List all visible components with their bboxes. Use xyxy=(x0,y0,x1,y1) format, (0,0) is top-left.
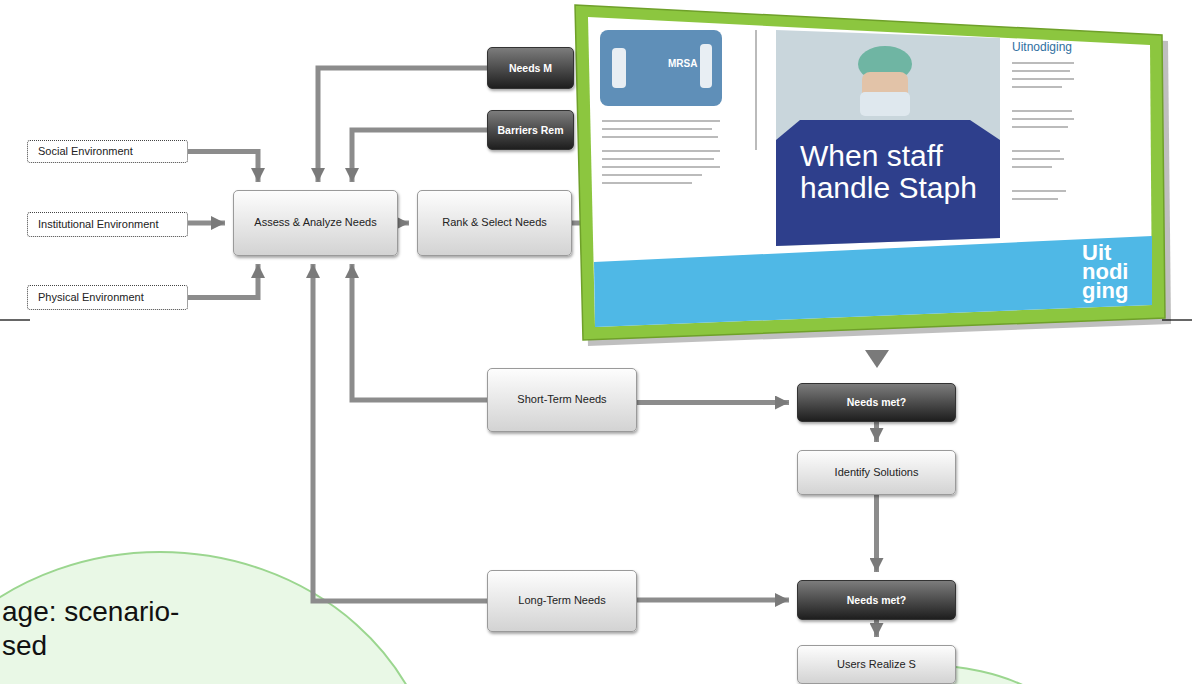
photo-caption: MRSA xyxy=(668,58,728,69)
poster-shadow xyxy=(580,11,1171,346)
process-box: Users Realize S xyxy=(797,645,956,684)
decision-box: Needs met? xyxy=(797,580,956,620)
poster-frame xyxy=(575,5,1165,340)
photo-figure xyxy=(612,48,626,88)
poster-heading: Uitnodiging xyxy=(1012,40,1102,54)
process-box: Short-Term Needs xyxy=(487,368,637,432)
node-label: Needs M xyxy=(505,62,556,75)
node-label: Users Realize S xyxy=(833,658,920,671)
process-box: Rank & Select Needs xyxy=(417,190,572,256)
node-label: Social Environment xyxy=(34,145,137,158)
flow-connector xyxy=(188,221,225,226)
node-label: Identify Solutions xyxy=(831,466,923,479)
flow-connector xyxy=(318,68,487,182)
leaflet-band xyxy=(594,236,1152,327)
leaflet-photo xyxy=(600,30,722,106)
node-label: Assess & Analyze Needs xyxy=(250,216,380,229)
flow-connector xyxy=(352,130,487,182)
node-label: Long-Term Needs xyxy=(514,594,609,607)
bubble-shape xyxy=(0,552,438,684)
photo-figure xyxy=(700,44,712,88)
process-box: Assess & Analyze Needs xyxy=(233,190,398,256)
flow-connector xyxy=(398,221,409,226)
leaflet-page xyxy=(588,17,1152,327)
flow-connector xyxy=(188,264,258,298)
decision-box: Barriers Rem xyxy=(487,110,574,150)
flow-connector xyxy=(313,264,487,601)
environment-box: Institutional Environment xyxy=(27,212,188,237)
process-box: Long-Term Needs xyxy=(487,570,637,632)
flow-connector xyxy=(874,422,879,442)
decision-box: Needs met? xyxy=(797,383,956,422)
node-label: Needs met? xyxy=(843,396,911,409)
cover-photo xyxy=(776,30,1000,246)
node-label: Rank & Select Needs xyxy=(438,216,551,229)
bubble-text: age: scenario- sed xyxy=(2,595,217,663)
process-box: Identify Solutions xyxy=(797,450,956,495)
node-label: Needs met? xyxy=(843,594,911,607)
environment-box: Physical Environment xyxy=(27,285,188,310)
flow-connector xyxy=(188,152,258,183)
surgical-gown xyxy=(776,120,1000,246)
flow-connector xyxy=(637,400,789,405)
decision-box: Needs M xyxy=(487,47,574,89)
flow-connector xyxy=(352,264,487,400)
node-label: Short-Term Needs xyxy=(513,393,610,406)
flow-connector xyxy=(874,495,879,572)
speech-bubble: age: scenario- sed xyxy=(0,550,440,684)
node-label: Physical Environment xyxy=(34,291,148,304)
node-label: Institutional Environment xyxy=(34,218,162,231)
divider-line xyxy=(0,319,30,321)
poster-logo: Uit nodi ging xyxy=(1082,243,1140,300)
face-mask xyxy=(860,92,910,116)
flow-connector xyxy=(637,598,789,603)
poster-title: When staff handle Staph xyxy=(800,140,1000,204)
flow-connector xyxy=(874,620,879,637)
environment-box: Social Environment xyxy=(27,140,188,163)
node-label: Barriers Rem xyxy=(494,124,568,137)
flow-arrowhead xyxy=(865,350,889,368)
